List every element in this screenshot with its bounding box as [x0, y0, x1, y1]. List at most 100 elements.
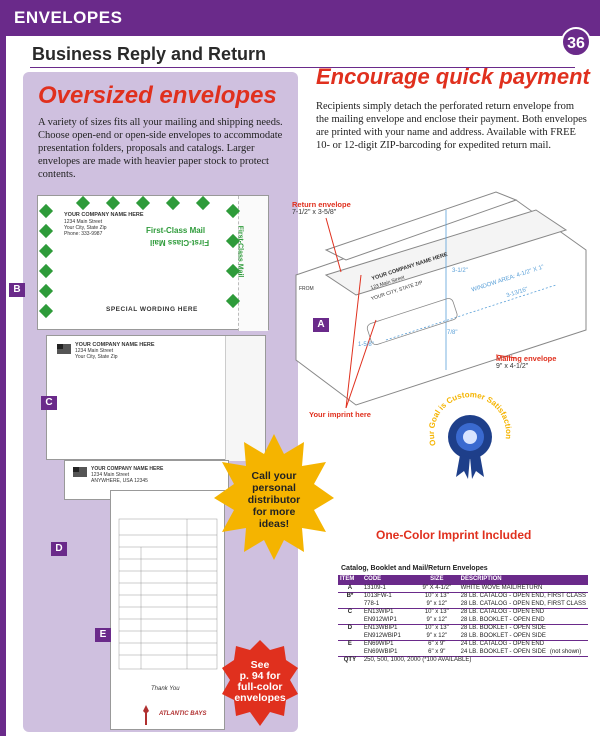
table-header-row: ITEM CODE SIZE DESCRIPTION [338, 575, 588, 584]
section-divider [30, 67, 575, 68]
oversized-body: A variety of sizes fits all your mailing… [38, 117, 283, 180]
first-class-diamond [165, 195, 181, 211]
table-cell-desc-text: 24 LB. BOOKLET - OPEN SIDE [460, 648, 546, 655]
envelope-c: YOUR COMPANY NAME HERE 1234 Main Street … [46, 335, 266, 461]
star-callout-text: Call your personal distributor for more … [234, 470, 314, 530]
flag-icon [57, 344, 71, 354]
diagram-from: FROM [299, 286, 314, 292]
table-cell-code: EN69WBIP1 [363, 648, 398, 655]
see-line: See [250, 659, 270, 671]
table-cell-size: 6" x 9" [428, 648, 446, 655]
table-cell-size: 10" x 13" [414, 623, 459, 632]
table-cell-item: D [338, 623, 362, 632]
table-cell-desc: 28 LB. BOOKLET - OPEN SIDE [460, 632, 546, 639]
qty-value: 250, 500, 1000, 2000 (*100 AVAILABLE) [361, 655, 588, 664]
table-title: Catalog, Booklet and Mail/Return Envelop… [341, 565, 488, 572]
qty-label: QTY [338, 655, 362, 664]
table-row: EN912WIP1 9" x 12" 28 LB. BOOKLET - OPEN E… [338, 616, 588, 624]
star-line: ideas! [258, 518, 290, 530]
first-class-diamond [38, 303, 54, 319]
return-envelope-size: 7-1/2" x 3-5/8" [292, 209, 337, 216]
encourage-body: Recipients simply detach the perforated … [316, 101, 587, 151]
table-cell-size: 6" x 9" [414, 639, 459, 648]
first-class-diamond [135, 195, 151, 211]
envelope-b-address-2: Your City, State Zip [64, 225, 107, 231]
mailing-envelope-label: Mailing envelope [496, 354, 557, 363]
first-class-diamond [75, 195, 91, 211]
envelope-d-form [118, 518, 218, 670]
envelope-c-address-2: Your City, State Zip [75, 354, 118, 360]
first-class-diamond [105, 195, 121, 211]
envelope-c-flap [225, 336, 265, 461]
envelope-b-first-class-2: First-Class Mail [150, 238, 210, 247]
header-bar [0, 0, 600, 36]
table-cell-size: 9" x 12" [426, 600, 448, 607]
envelope-b-first-class-1: First-Class Mail [146, 226, 206, 235]
envelope-e-address-1: 1234 Main Street [91, 472, 130, 478]
table-header: SIZE [414, 575, 459, 584]
star-line: distributor [247, 494, 301, 506]
diagram-dim-4: 1-5/8" [358, 342, 374, 348]
envelope-b-company: YOUR COMPANY NAME HERE [64, 212, 144, 218]
table-cell-item: B* [338, 591, 362, 600]
first-class-diamond [38, 283, 54, 299]
return-envelope-label: Return envelope [292, 200, 351, 209]
first-class-diamond [38, 203, 54, 219]
table-qty-row: QTY 250, 500, 1000, 2000 (*100 AVAILABLE… [338, 655, 588, 664]
envelope-d-signature: Thank You [151, 686, 180, 692]
table-cell-code: EN912WIP1 [363, 616, 397, 623]
table-cell-code: 778-1 [363, 600, 380, 607]
table-cell-size: 10" x 13" [414, 591, 459, 600]
table-cell-desc: WHITE WOVE MAIL/RETURN [458, 583, 588, 592]
envelope-b-phone: Phone: 333-9987 [64, 231, 103, 237]
star-line: personal [252, 482, 296, 494]
diagram-dim-1: 3-1/2" [452, 268, 468, 274]
label-c: C [41, 396, 57, 410]
envelope-c-address-1: 1234 Main Street [75, 348, 114, 354]
header-title: ENVELOPES [14, 8, 123, 27]
table-cell-item: C [338, 607, 362, 616]
first-class-diamond [38, 243, 54, 259]
table-cell-size: 9" X 4-1/2" [414, 583, 459, 592]
table-cell-desc: 28 LB. CATALOG - OPEN END [458, 607, 588, 616]
star-burst [214, 434, 334, 560]
statue-icon [143, 705, 149, 725]
see-callout-text: See p. 94 for full-color envelopes [230, 660, 290, 704]
see-line: p. 94 for [239, 670, 281, 682]
envelope-b-address-1: 1234 Main Street [64, 219, 103, 225]
first-class-diamond [38, 223, 54, 239]
oversized-title: Oversized envelopes [38, 82, 277, 109]
table-row: 778-1 9" x 12" 28 LB. CATALOG - OPEN END, … [338, 600, 588, 608]
label-b: B [9, 283, 25, 297]
envelope-b: YOUR COMPANY NAME HERE 1234 Main Street … [37, 195, 269, 331]
envelope-d-logo-text: ATLANTIC BAYS [159, 711, 207, 717]
table-cell-item [338, 648, 362, 656]
one-color-imprint: One-Color Imprint Included [376, 528, 532, 542]
table-cell-item [338, 632, 362, 640]
table-note: (not shown) [549, 648, 582, 655]
label-a: A [313, 318, 329, 332]
table-header: DESCRIPTION [458, 575, 588, 584]
table-cell-code: EN13WIP1 [361, 607, 415, 616]
envelope-d: Thank You ATLANTIC BAYS [110, 490, 225, 730]
flag-icon [73, 467, 87, 477]
envelope-c-company: YOUR COMPANY NAME HERE [75, 342, 155, 348]
table-cell-desc: 24 LB. BOOKLET - OPEN SIDE(not shown) [459, 648, 588, 656]
table-cell-item [338, 616, 362, 624]
section-title: Business Reply and Return [32, 44, 267, 64]
table-cell-desc: 28 LB. CATALOG - OPEN END, FIRST CLASS [460, 600, 586, 607]
table-cell-size: 9" x 12" [426, 616, 448, 623]
envelope-e-address-2: ANYWHERE, USA 12345 [91, 478, 148, 484]
first-class-diamond [38, 263, 54, 279]
table-cell-desc: 28 LB. BOOKLET - OPEN END [460, 616, 545, 623]
table-row: EN69WBIP1 6" x 9" 24 LB. BOOKLET - OPEN SI… [338, 648, 588, 656]
table-cell-code: 13109-1 [361, 583, 415, 592]
label-d: D [51, 542, 67, 556]
